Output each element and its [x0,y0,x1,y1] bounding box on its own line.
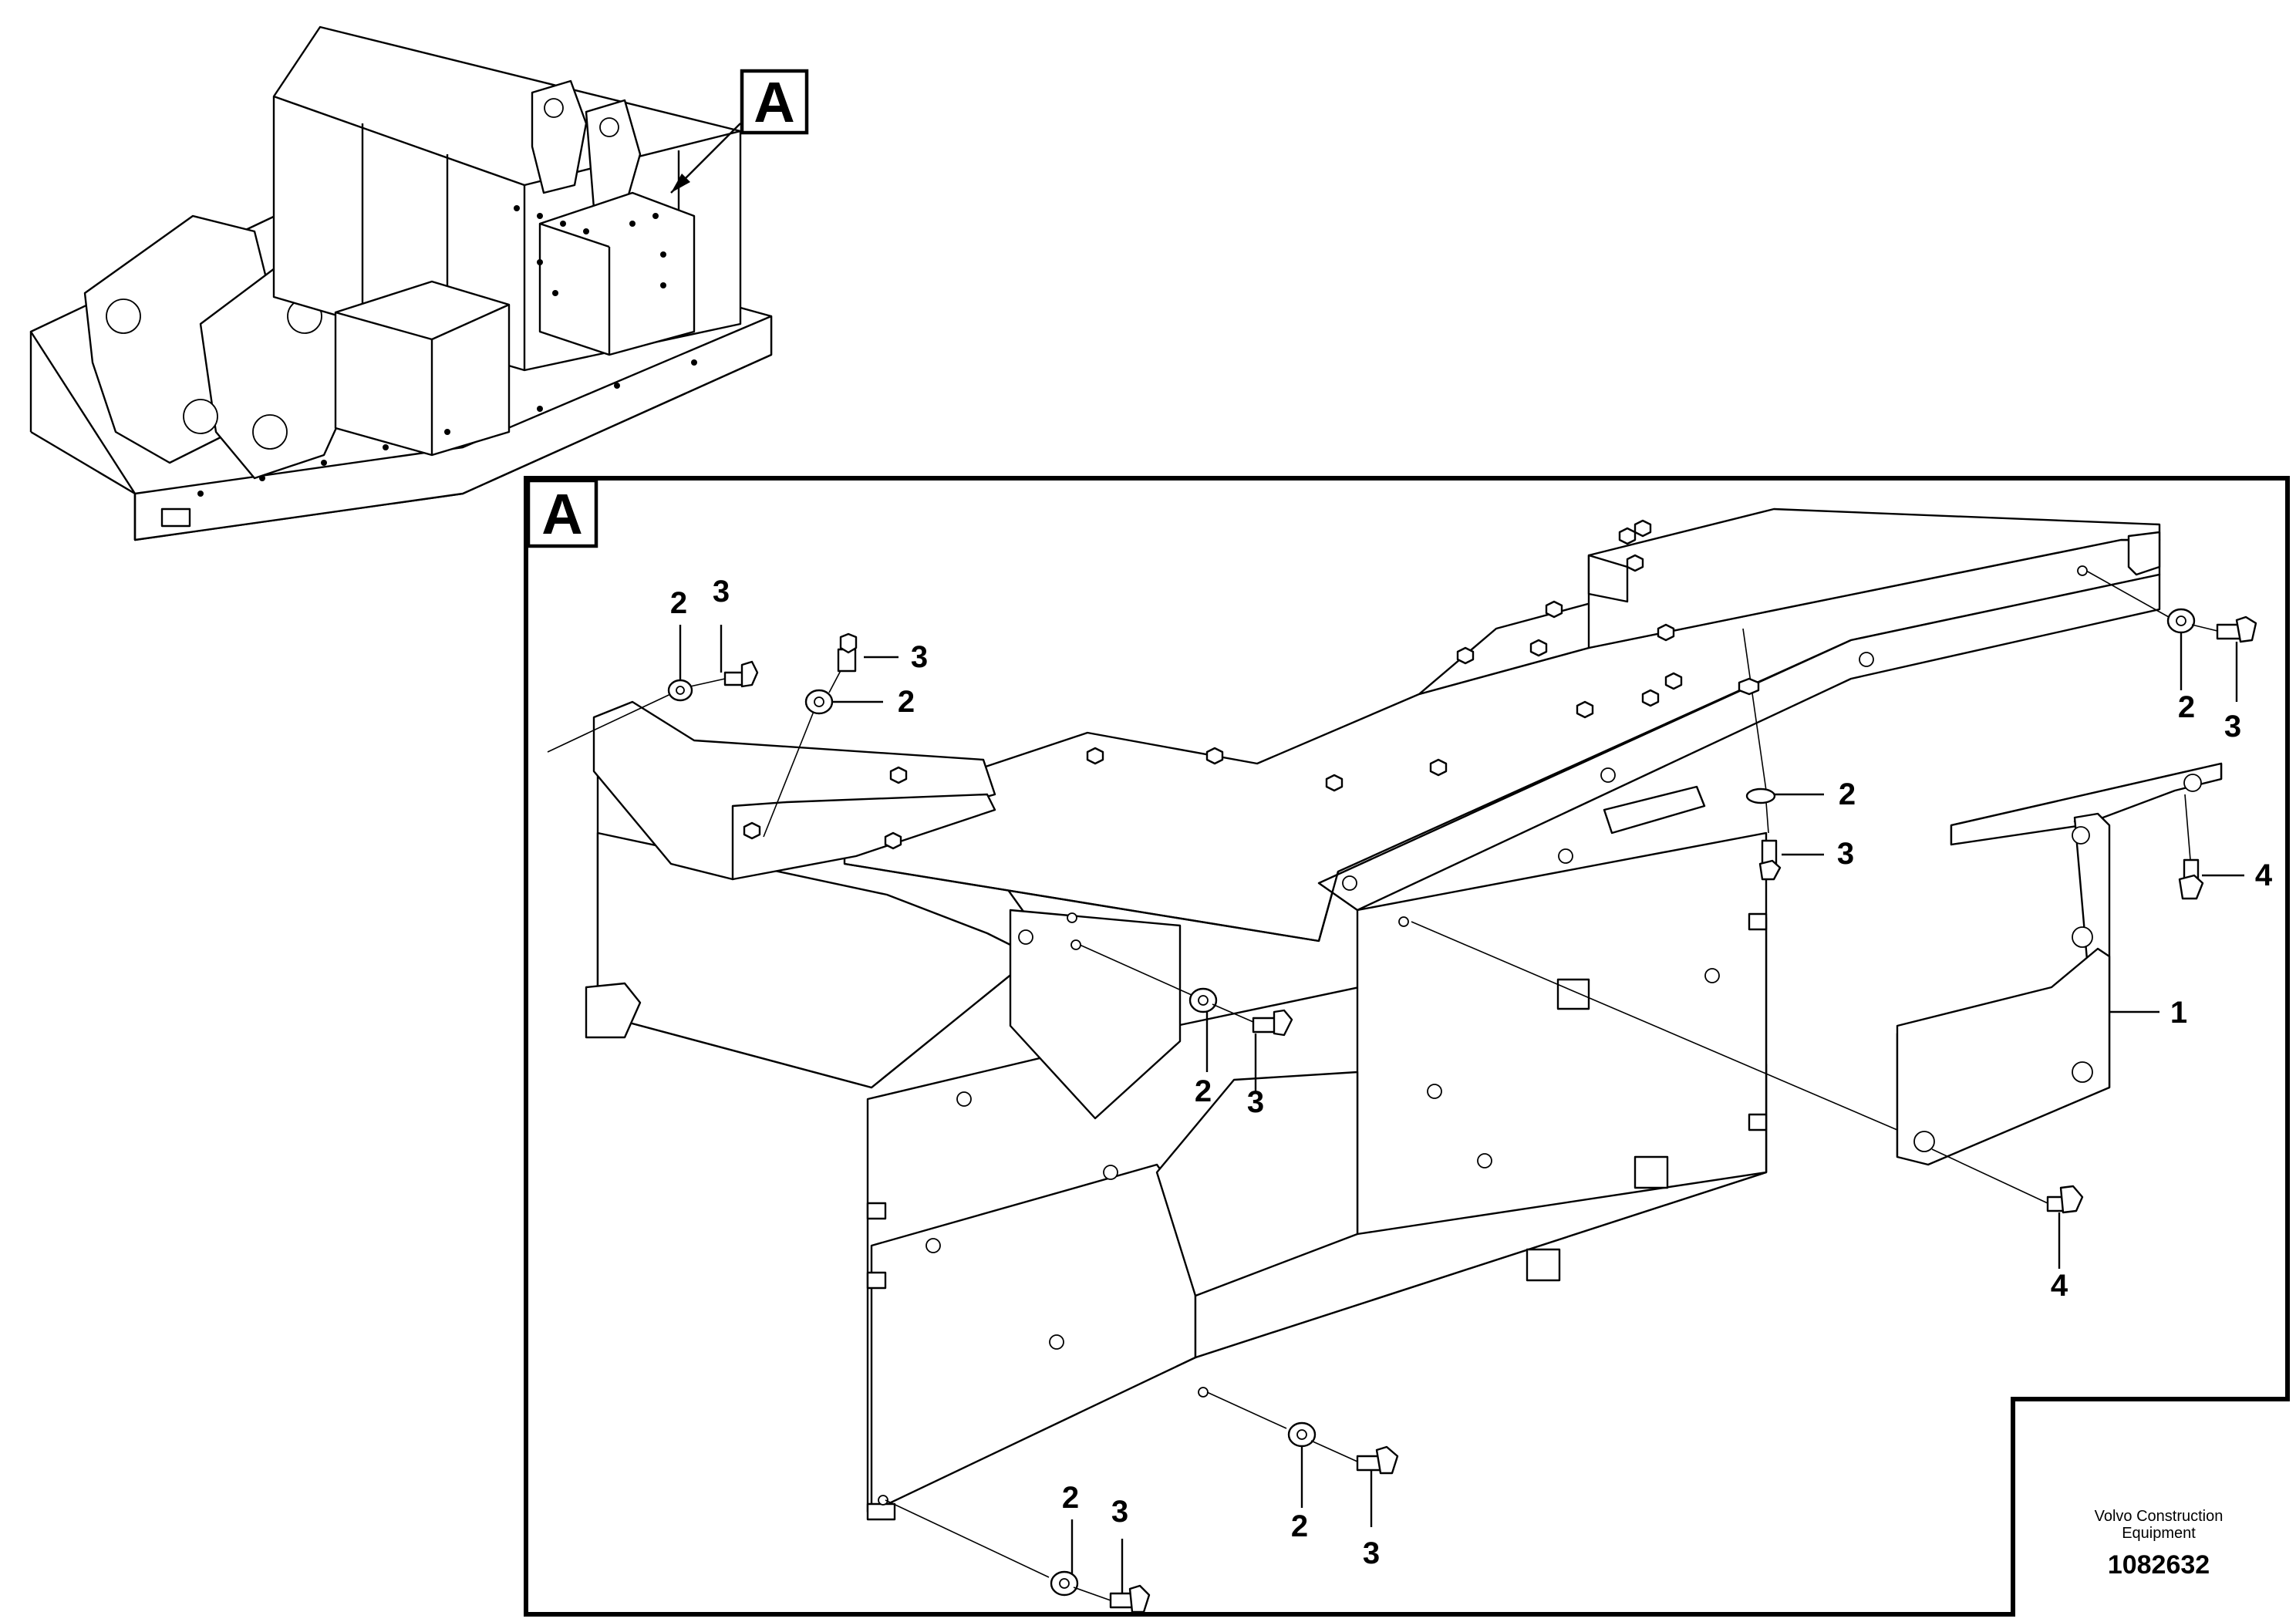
overview-section-marker: A [670,69,809,194]
callout-bolt-bracket-bottom: 4 [2051,1269,2068,1303]
callout-washer-lower-right: 2 [1291,1509,1308,1543]
fastener-bracket-bolt-4-bottom [1931,1148,2084,1214]
callout-bolt-center-top: 3 [1837,837,1854,871]
callout-bolt-bracket-top: 4 [2255,858,2273,892]
detail-section-marker: A [526,478,598,548]
overview-frame-illustration [29,25,773,541]
callout-bolt-center: 3 [1247,1085,1264,1119]
bracket-part-1 [1896,762,2223,1166]
overview-bolt-dots [197,205,697,497]
fastener-set-center-top [1738,628,1782,881]
callout-washer-center-top: 2 [1839,777,1856,811]
panel-holes [747,652,1874,1506]
manufacturer-name: Volvo Construction [2095,1508,2224,1525]
manufacturer-subtitle: Equipment [2122,1525,2196,1542]
callout-bolt-left-top: 3 [713,575,730,609]
fastener-bracket-bolt-4-top [2178,794,2204,900]
cover-hex-nuts [884,519,1683,850]
callout-washer-right-top: 2 [2178,690,2195,724]
callout-leaders [679,625,2244,1593]
detail-view-border [524,476,2290,1617]
fastener-set-left-top [547,660,759,753]
fastener-set-right-top [2077,565,2257,643]
callout-bracket: 1 [2170,996,2187,1030]
callout-washer-left-top: 2 [670,586,687,620]
overview-section-label: A [754,70,794,134]
fastener-set-left-mid [743,632,858,840]
cover-plate-assembly [585,508,2161,1521]
fastener-set-lower-right [1206,1391,1399,1475]
callout-bolt-right-top: 3 [2224,710,2241,744]
callout-bolt-lower-left: 3 [1111,1495,1128,1529]
title-block: Volvo Construction Equipment 1082632 [2095,1508,2224,1580]
fastener-bracket-bolt-long [1411,921,1898,1131]
callout-washer-lower-left: 2 [1062,1481,1079,1515]
fastener-set-lower-left [885,1499,1151,1614]
detail-section-label: A [541,482,582,546]
callout-bolt-lower-right: 3 [1363,1536,1380,1570]
callout-bolt-left-mid: 3 [911,640,928,674]
document-number: 1082632 [2108,1550,2210,1580]
fastener-set-center [1070,939,1293,1037]
callout-washer-center: 2 [1195,1074,1212,1108]
callout-washer-left-mid: 2 [898,685,915,719]
callout-labels: 2 3 3 2 2 3 2 3 4 1 2 3 4 2 3 2 3 [670,575,2273,1570]
